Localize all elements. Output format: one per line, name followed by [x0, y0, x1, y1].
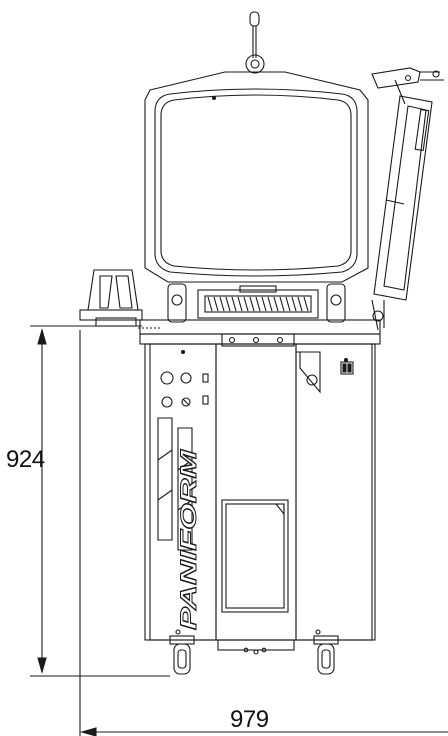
spring-coil	[261, 296, 267, 312]
brand-lettering: PANIFORM	[176, 449, 201, 630]
spring-coil	[285, 296, 291, 312]
control-panel	[160, 371, 209, 408]
bottom-base	[175, 629, 321, 655]
spring-coil	[207, 296, 213, 312]
spring-coil	[231, 296, 237, 312]
spring-coil	[219, 296, 225, 312]
logo-badge	[340, 361, 354, 375]
lid-window	[154, 88, 358, 277]
panel-stripes	[157, 417, 193, 551]
spring-coil	[249, 296, 255, 312]
hinge-assembly	[167, 283, 346, 323]
caster-right	[313, 635, 339, 675]
width-dimension-label: 979	[230, 706, 269, 733]
side-lid-open	[371, 67, 444, 331]
lid-window-inner	[160, 94, 352, 271]
middle-window	[221, 499, 289, 613]
spring-coil	[213, 296, 219, 312]
caster-left	[169, 635, 195, 675]
top-handle	[245, 11, 265, 74]
spring-coil	[225, 296, 231, 312]
spring-coil	[243, 296, 249, 312]
spring-coil	[267, 296, 273, 312]
height-dimension-label: 924	[6, 446, 45, 473]
spring-coil	[297, 296, 303, 312]
spring-coil	[303, 296, 309, 312]
spring-coil	[291, 296, 297, 312]
dimension-width	[79, 330, 448, 736]
left-bracket	[79, 269, 143, 327]
spring-coil	[255, 296, 261, 312]
spring-coil	[273, 296, 279, 312]
spring-coil	[279, 296, 285, 312]
dimension-height	[30, 325, 170, 677]
spring-coil	[237, 296, 243, 312]
lid-outer-frame	[144, 71, 369, 283]
